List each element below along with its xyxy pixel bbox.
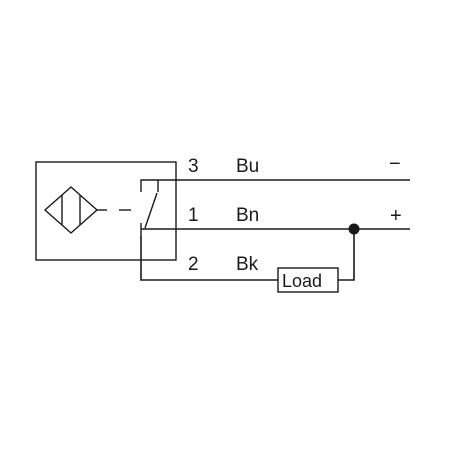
- wire-3-color: Bu: [236, 156, 259, 177]
- load-return-wire: [338, 229, 355, 281]
- wire-2-pin: 2: [188, 254, 199, 275]
- wire-2-line: [140, 236, 278, 281]
- inductive-sensor-icon: [43, 186, 107, 234]
- wire-1-polarity: +: [390, 205, 402, 227]
- wire-3-pin: 3: [188, 156, 199, 177]
- sensor-housing: [35, 161, 177, 261]
- wire-2-color: Bk: [236, 254, 259, 275]
- wire-3-polarity: −: [389, 153, 401, 175]
- wire-1-color: Bn: [236, 205, 259, 226]
- switch-icon: [140, 179, 159, 236]
- wire-1-pin: 1: [188, 205, 199, 226]
- load-label: Load: [282, 271, 322, 291]
